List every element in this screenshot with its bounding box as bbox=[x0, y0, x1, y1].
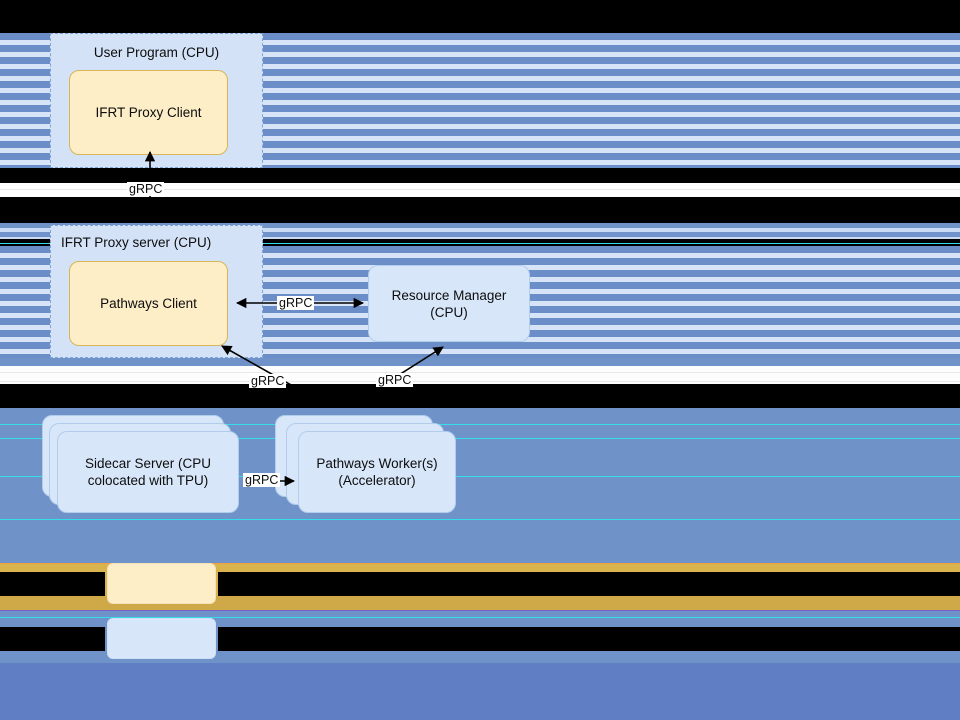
glitch-band-black-3 bbox=[0, 197, 960, 223]
glitch-hairline-cyan-5 bbox=[0, 519, 960, 520]
glitch-band-black-4 bbox=[0, 384, 960, 408]
node-sidecar-server[interactable]: Sidecar Server (CPU colocated with TPU) bbox=[57, 431, 239, 513]
glitch-hairline-3 bbox=[0, 381, 960, 382]
legend-swatch-yellow bbox=[107, 563, 216, 604]
redaction-bar-legend-2-left bbox=[0, 627, 105, 651]
glitch-hairline-1 bbox=[0, 189, 960, 190]
edge-label-sidecar-to-pathwaysclient: gRPC bbox=[249, 374, 287, 388]
glitch-hairline-2 bbox=[0, 372, 960, 373]
redaction-bar-legend-1-left bbox=[0, 572, 105, 596]
glitch-hairline-cyan-1 bbox=[0, 243, 960, 244]
legend-gold-band-2 bbox=[0, 596, 960, 610]
glitch-band-white-1 bbox=[0, 183, 960, 197]
node-ifrt-proxy-client-label: IFRT Proxy Client bbox=[95, 105, 202, 120]
node-pathways-workers[interactable]: Pathways Worker(s) (Accelerator) bbox=[298, 431, 456, 513]
glitch-band-black-2 bbox=[0, 168, 960, 183]
glitch-hairline-orange-1 bbox=[0, 563, 960, 564]
group-ifrt-proxy-server-title: IFRT Proxy server (CPU) bbox=[61, 235, 212, 250]
node-pathways-workers-label-line1: Pathways Worker(s) bbox=[316, 456, 438, 471]
glitch-hairline-violet-1 bbox=[0, 610, 960, 611]
edge-label-proxyserver-to-proxyclient: gRPC bbox=[127, 182, 165, 196]
node-pathways-client-label: Pathways Client bbox=[100, 296, 197, 311]
redaction-bar-legend-1-right bbox=[218, 572, 960, 596]
edge-label-workers-to-resourcemanager: gRPC bbox=[376, 373, 414, 387]
node-resource-manager-label-line1: Resource Manager bbox=[391, 287, 507, 303]
glitch-band-blue-1 bbox=[0, 358, 960, 366]
glitch-hairline-cyan-4 bbox=[0, 476, 960, 477]
node-resource-manager-label-line2: (CPU) bbox=[430, 304, 468, 320]
group-user-program-title: User Program (CPU) bbox=[93, 45, 220, 60]
edge-label-sidecar-to-workers: gRPC bbox=[243, 473, 281, 487]
glitch-band-blue-bottom bbox=[0, 663, 960, 720]
glitch-hairline-cyan-3 bbox=[0, 438, 960, 439]
node-resource-manager[interactable]: Resource Manager (CPU) bbox=[368, 265, 530, 342]
redaction-bar-legend-2-right bbox=[218, 627, 960, 651]
glitch-hairline-cyan-6 bbox=[0, 617, 960, 618]
node-ifrt-proxy-client[interactable]: IFRT Proxy Client bbox=[69, 70, 228, 155]
glitch-band-black-top bbox=[0, 0, 960, 33]
glitch-band-blue-3 bbox=[0, 520, 960, 563]
edge-label-resourcemanager-to-pathwaysclient: gRPC bbox=[277, 296, 315, 310]
glitch-hairline-cyan-2 bbox=[0, 424, 960, 425]
node-sidecar-server-label-line2: colocated with TPU) bbox=[87, 473, 209, 488]
node-pathways-workers-label-line2: (Accelerator) bbox=[338, 473, 416, 488]
node-pathways-client[interactable]: Pathways Client bbox=[69, 261, 228, 346]
node-sidecar-server-label-line1: Sidecar Server (CPU bbox=[84, 456, 212, 471]
legend-swatch-blue bbox=[107, 618, 216, 659]
